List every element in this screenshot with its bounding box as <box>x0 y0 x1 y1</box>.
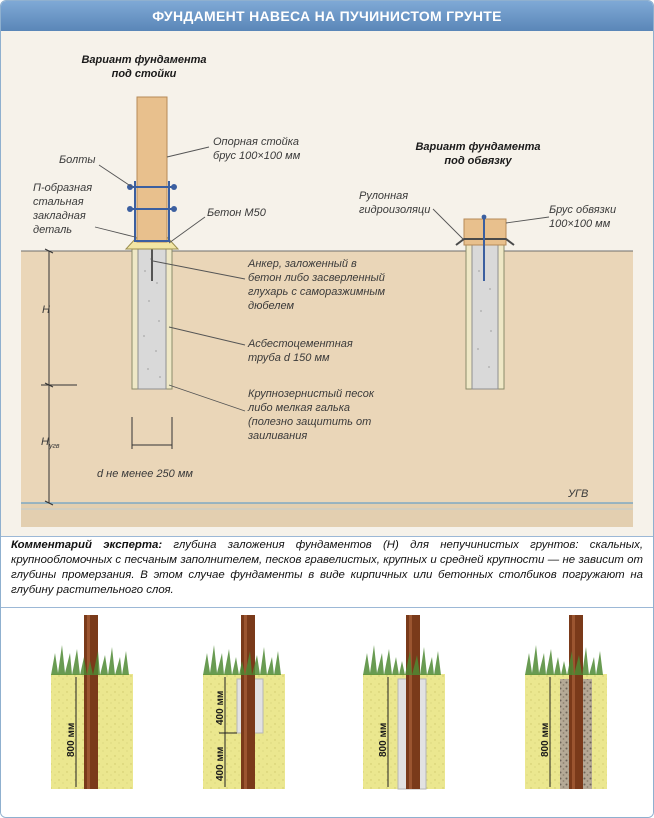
panel-4-grass <box>525 645 603 675</box>
panel-4-label: 800 мм <box>540 723 551 757</box>
anchor-label-4: дюбелем <box>248 300 294 312</box>
expert-comment: Комментарий эксперта: глубина заложения … <box>11 538 643 598</box>
depth-hugv-main: H <box>41 436 49 448</box>
diameter-label: d не менее 250 мм <box>97 468 193 480</box>
panels-svg: 800 мм 400 мм 400 мм <box>51 615 607 790</box>
separator-top <box>1 536 653 537</box>
left-variant-title-1: Вариант фундамента <box>81 54 206 66</box>
panel-2-grass <box>203 645 281 675</box>
panel-2-pole <box>241 615 255 789</box>
panel-3: 800 мм <box>363 615 445 790</box>
pipe-label-2: труба d 150 мм <box>248 352 330 364</box>
right-variant-title-1: Вариант фундамента <box>415 141 540 153</box>
right-anchor-head <box>481 214 487 220</box>
post-label-2: брус 100×100 мм <box>213 150 301 162</box>
panel-3-grass <box>363 645 441 675</box>
anchor-label-1: Анкер, заложенный в <box>247 258 357 270</box>
panel-1: 800 мм <box>51 615 133 789</box>
panel-2-pole-highlight <box>244 615 247 789</box>
panel-3-pole-highlight <box>409 615 412 789</box>
panel-2-label-top: 400 мм <box>215 691 226 725</box>
left-bolts <box>129 186 175 210</box>
beam-label-1: Брус обвязки <box>549 204 616 216</box>
right-variant-title-2: под обвязку <box>444 155 512 167</box>
sand-label-4: заиливания <box>247 430 307 442</box>
panel-2-label-bottom: 400 мм <box>215 747 226 781</box>
bolts-label: Болты <box>59 154 96 166</box>
groundwater-zone <box>21 503 633 527</box>
left-bolt-heads <box>127 184 177 212</box>
left-steel-bracket <box>134 181 170 242</box>
pipe-label-1: Асбестоцементная <box>247 338 353 350</box>
groundwater-label: УГВ <box>567 488 588 500</box>
depth-h-label: H <box>42 304 50 316</box>
sand-label-2: либо мелкая галька <box>247 402 350 414</box>
foundation-diagram: Вариант фундамента под стойки Опорная ст… <box>1 31 653 536</box>
foundation-svg: Вариант фундамента под стойки Опорная ст… <box>21 54 633 527</box>
post-label-1: Опорная стойка <box>213 136 299 148</box>
soil-layer <box>21 251 633 527</box>
expert-comment-label: Комментарий эксперта: <box>11 539 163 551</box>
left-variant-title-2: под стойки <box>112 68 177 80</box>
panel-1-label: 800 мм <box>66 723 77 757</box>
roll-label-2: гидроизоляци <box>359 204 430 216</box>
beam-label-2: 100×100 мм <box>549 218 611 230</box>
panel-1-grass <box>51 645 129 675</box>
anchor-label-2: бетон либо засверленный <box>248 272 385 284</box>
width-dimension-lines <box>131 417 173 449</box>
depth-dimension-lines <box>41 248 77 506</box>
left-support-post <box>136 96 168 243</box>
anchor-label-3: глухарь с саморазжимным <box>248 286 386 298</box>
panel-4-pole <box>569 615 583 789</box>
bracket-label-1: П-образная <box>33 182 92 194</box>
post-installation-panels: 800 мм 400 мм 400 мм <box>1 609 653 817</box>
bracket-label-4: деталь <box>33 224 72 236</box>
depth-hugv-label: Hугв <box>41 436 60 450</box>
panel-3-pole <box>406 615 420 789</box>
panel-3-label: 800 мм <box>378 723 389 757</box>
panel-2: 400 мм 400 мм <box>203 615 285 789</box>
leader-lines <box>94 146 550 412</box>
concrete-label: Бетон М50 <box>207 207 267 219</box>
panel-1-pole <box>84 615 98 789</box>
panel-4: 800 мм <box>525 615 607 789</box>
bracket-label-2: стальная <box>33 196 84 208</box>
sand-label-3: (полезно защитить от <box>248 416 371 428</box>
expert-comment-text: глубина заложения фундаментов (Н) для не… <box>11 539 643 596</box>
separator-bottom <box>1 607 653 608</box>
bracket-label-3: закладная <box>32 210 86 222</box>
page-title: ФУНДАМЕНТ НАВЕСА НА ПУЧИНИСТОМ ГРУНТЕ <box>1 1 653 31</box>
panel-1-pole-highlight <box>87 615 90 789</box>
sand-label-1: Крупнозернистый песок <box>248 388 375 400</box>
roll-label-1: Рулонная <box>359 190 408 202</box>
right-concrete-texture <box>477 270 492 368</box>
panel-4-pole-highlight <box>572 615 575 789</box>
depth-hugv-sub: угв <box>48 443 60 450</box>
